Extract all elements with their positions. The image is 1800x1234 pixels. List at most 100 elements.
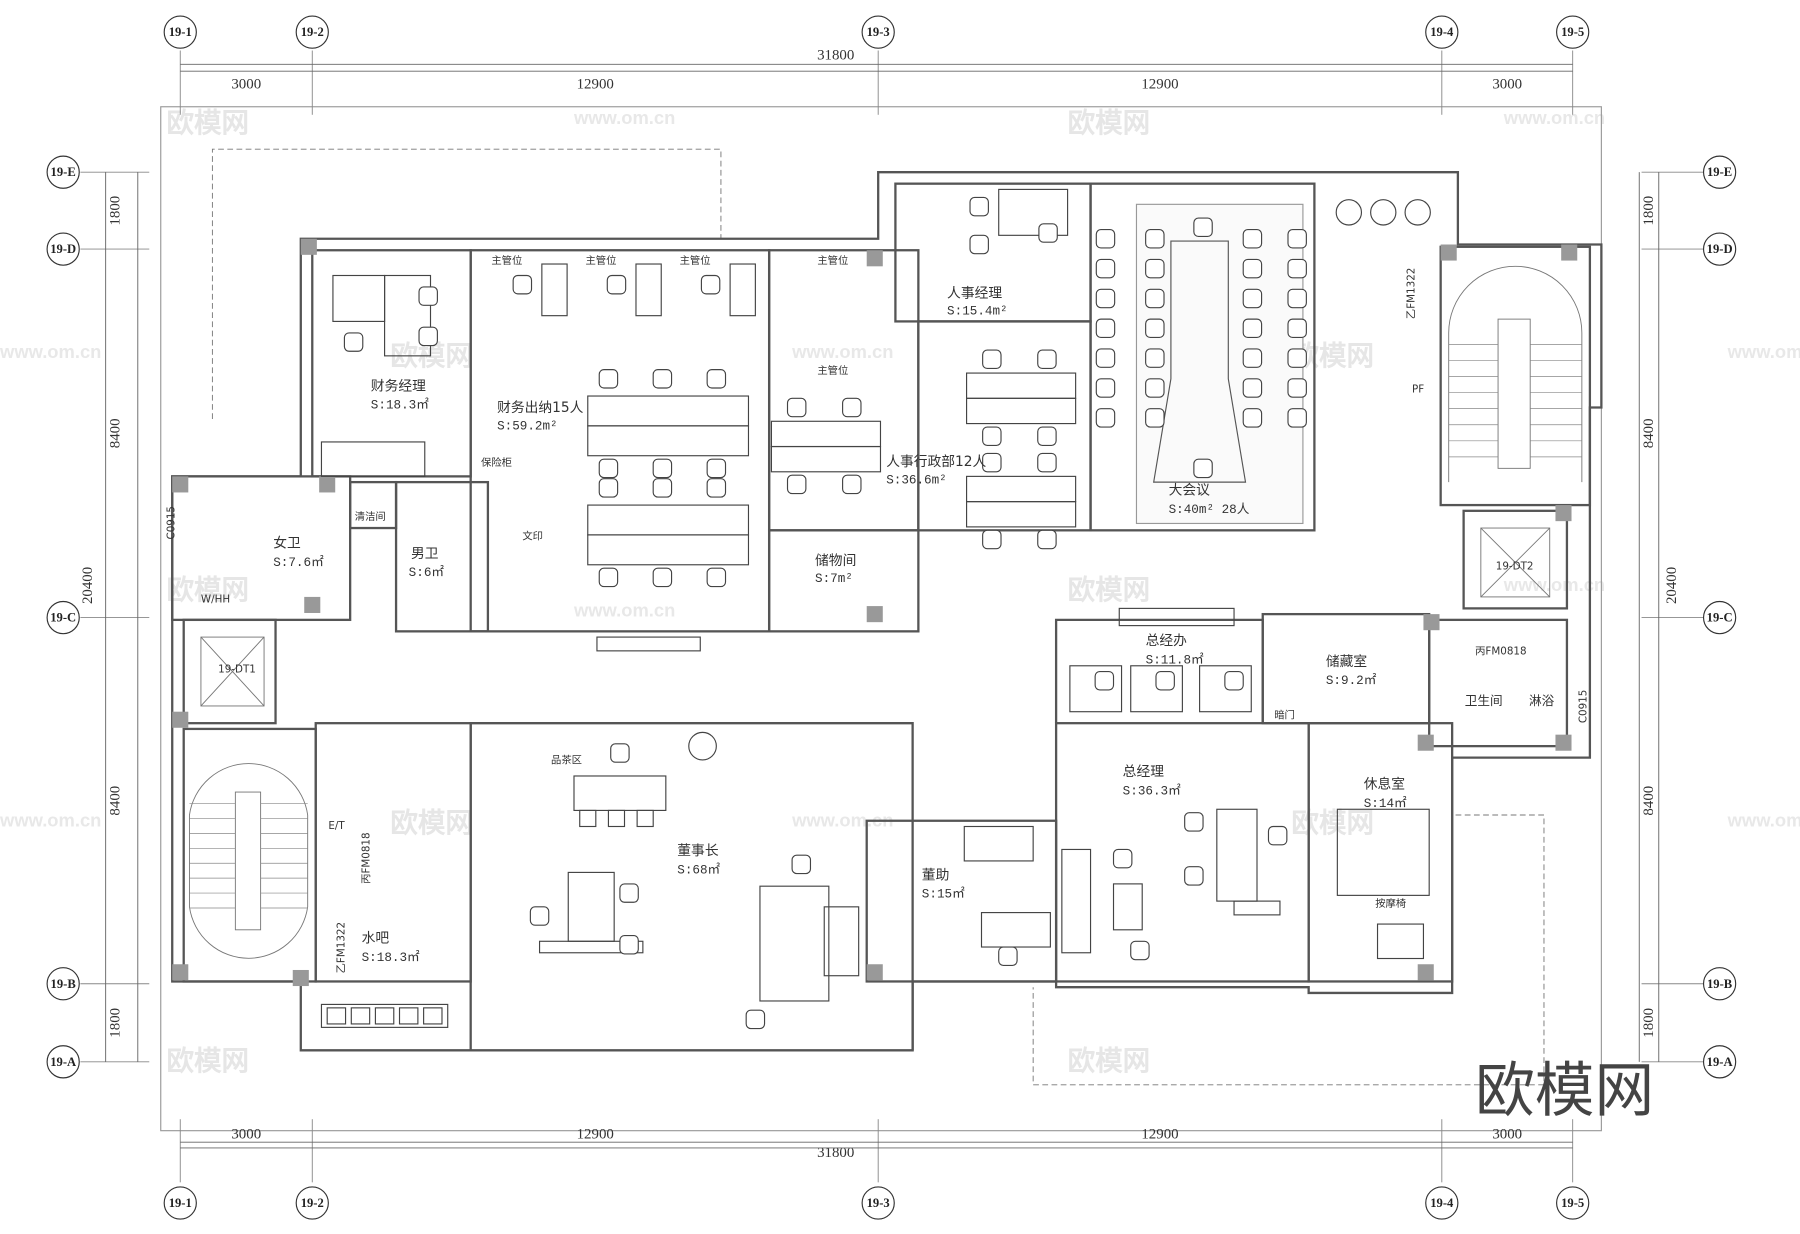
desk — [1112, 883, 1143, 931]
column — [1423, 614, 1440, 631]
chair-icon — [418, 326, 438, 347]
elevator-1-label: 19-DT1 — [218, 664, 256, 676]
chair-icon — [1095, 348, 1116, 368]
desk — [567, 871, 615, 942]
room-area: S:36.3㎡ — [1123, 783, 1181, 798]
grid-bubble — [1425, 1186, 1459, 1220]
bar-stool — [374, 1007, 395, 1025]
chair-icon — [786, 474, 807, 495]
chair-icon — [1145, 318, 1165, 339]
grid-bubble — [1556, 15, 1590, 49]
watermark-url: www.om.cn — [1503, 107, 1605, 128]
desk — [1199, 665, 1252, 713]
dimension-label: 12900 — [577, 1127, 614, 1143]
stairs — [188, 265, 1583, 959]
grid-bubble — [1702, 155, 1737, 189]
chair-icon — [598, 478, 619, 498]
chair-icon — [1335, 199, 1363, 226]
grid-bubble-label: 19-1 — [169, 1196, 192, 1210]
desk — [320, 1003, 449, 1028]
grid-bubble-label: 19-E — [1707, 165, 1732, 179]
desk — [966, 475, 1077, 503]
grid-bubble — [1702, 967, 1737, 1001]
room-area: S:7.6㎡ — [273, 555, 324, 570]
grid-bubble — [46, 967, 80, 1001]
desk — [538, 940, 644, 954]
column — [866, 606, 883, 623]
chair-icon — [1145, 288, 1165, 309]
chair-icon — [1095, 288, 1116, 309]
tea-area-label: 品茶区 — [551, 753, 582, 766]
elevator-2-label: 19-DT2 — [1496, 560, 1534, 572]
grid-bubble — [163, 15, 197, 49]
grid-bubble-label: 19-5 — [1561, 1196, 1584, 1210]
chair-icon — [1242, 258, 1263, 279]
room-name: 财务经理 — [371, 378, 426, 394]
door-code-label: 丙FM0818 — [1475, 645, 1526, 657]
dimension-label: 1800 — [107, 196, 123, 226]
watermark-brand: 欧模网 — [1068, 1045, 1151, 1077]
stool — [607, 809, 626, 828]
chair-icon — [598, 567, 619, 588]
chair-icon — [1145, 348, 1165, 368]
watermark-brand: 欧模网 — [1068, 107, 1151, 139]
room-name: 总经理 — [1123, 764, 1165, 780]
chair-icon — [706, 567, 727, 588]
chair-icon — [1242, 288, 1263, 309]
grid-bubble — [1425, 15, 1459, 49]
chair-icon — [706, 369, 727, 389]
desk — [963, 825, 1034, 862]
chair-icon — [1267, 825, 1288, 846]
supervisor-label: 主管位 — [817, 254, 848, 267]
pf-label: PF — [1412, 384, 1424, 396]
brand-logo: 欧模网 — [1475, 1057, 1654, 1126]
room-area: S:18.3㎡ — [371, 398, 429, 413]
grid-bubble-label: 19-D — [1707, 242, 1733, 256]
room-area: S:14㎡ — [1364, 796, 1407, 811]
watermark-url: www.om.cn — [0, 341, 101, 362]
chair-icon — [982, 349, 1002, 370]
chair-icon — [1184, 812, 1204, 832]
chair-icon — [1145, 258, 1165, 279]
grid-bubble — [46, 1045, 80, 1079]
coffee-table — [759, 885, 830, 1002]
room-name: 储藏室 — [1326, 653, 1367, 670]
desk — [635, 263, 662, 317]
chair-icon — [706, 478, 727, 498]
dimension-label: 8400 — [1641, 418, 1657, 448]
chair-icon — [969, 196, 989, 217]
fixture-labels: 主管位 主管位 主管位 主管位 主管位 保险柜 文印 清洁间 品茶区 按摩椅 暗… — [166, 254, 1590, 973]
dimension-total: 31800 — [817, 48, 854, 64]
chair-icon — [652, 369, 673, 389]
grid-bubble-label: 19-C — [1707, 611, 1733, 625]
chair-icon — [1193, 217, 1213, 238]
chair-icon — [652, 458, 673, 479]
chair-icon — [706, 458, 727, 479]
chair-icon — [619, 934, 639, 955]
chair-icon — [1404, 199, 1431, 226]
watermark-brand: 欧模网 — [166, 107, 249, 139]
chair-icon — [700, 274, 721, 295]
grid-bubble-label: 19-4 — [1430, 1196, 1454, 1210]
desk — [587, 534, 750, 566]
grid-bubble-label: 19-A — [50, 1055, 77, 1069]
grid-bubble — [1556, 1186, 1590, 1220]
grid-bubbles: 19-119-119-219-219-319-319-419-419-519-5… — [46, 15, 1737, 1220]
dimension-label: 12900 — [1141, 76, 1178, 92]
room-name: 水吧 — [362, 930, 390, 946]
drawing-frame — [160, 106, 1602, 1132]
desk — [1216, 808, 1258, 902]
grid-bubble-label: 19-4 — [1430, 25, 1454, 39]
column — [1555, 734, 1572, 751]
chair-icon — [982, 529, 1002, 550]
dimension-label: 12900 — [1141, 1127, 1178, 1143]
print-label: 文印 — [522, 530, 543, 543]
desk — [587, 504, 750, 536]
chair-icon — [1095, 318, 1116, 339]
chair-icon — [1145, 229, 1165, 249]
desk — [998, 188, 1069, 236]
grid-bubble-label: 19-2 — [301, 25, 324, 39]
chair-icon — [1242, 378, 1263, 398]
chair-icon — [1155, 670, 1175, 691]
desk — [1118, 607, 1235, 627]
